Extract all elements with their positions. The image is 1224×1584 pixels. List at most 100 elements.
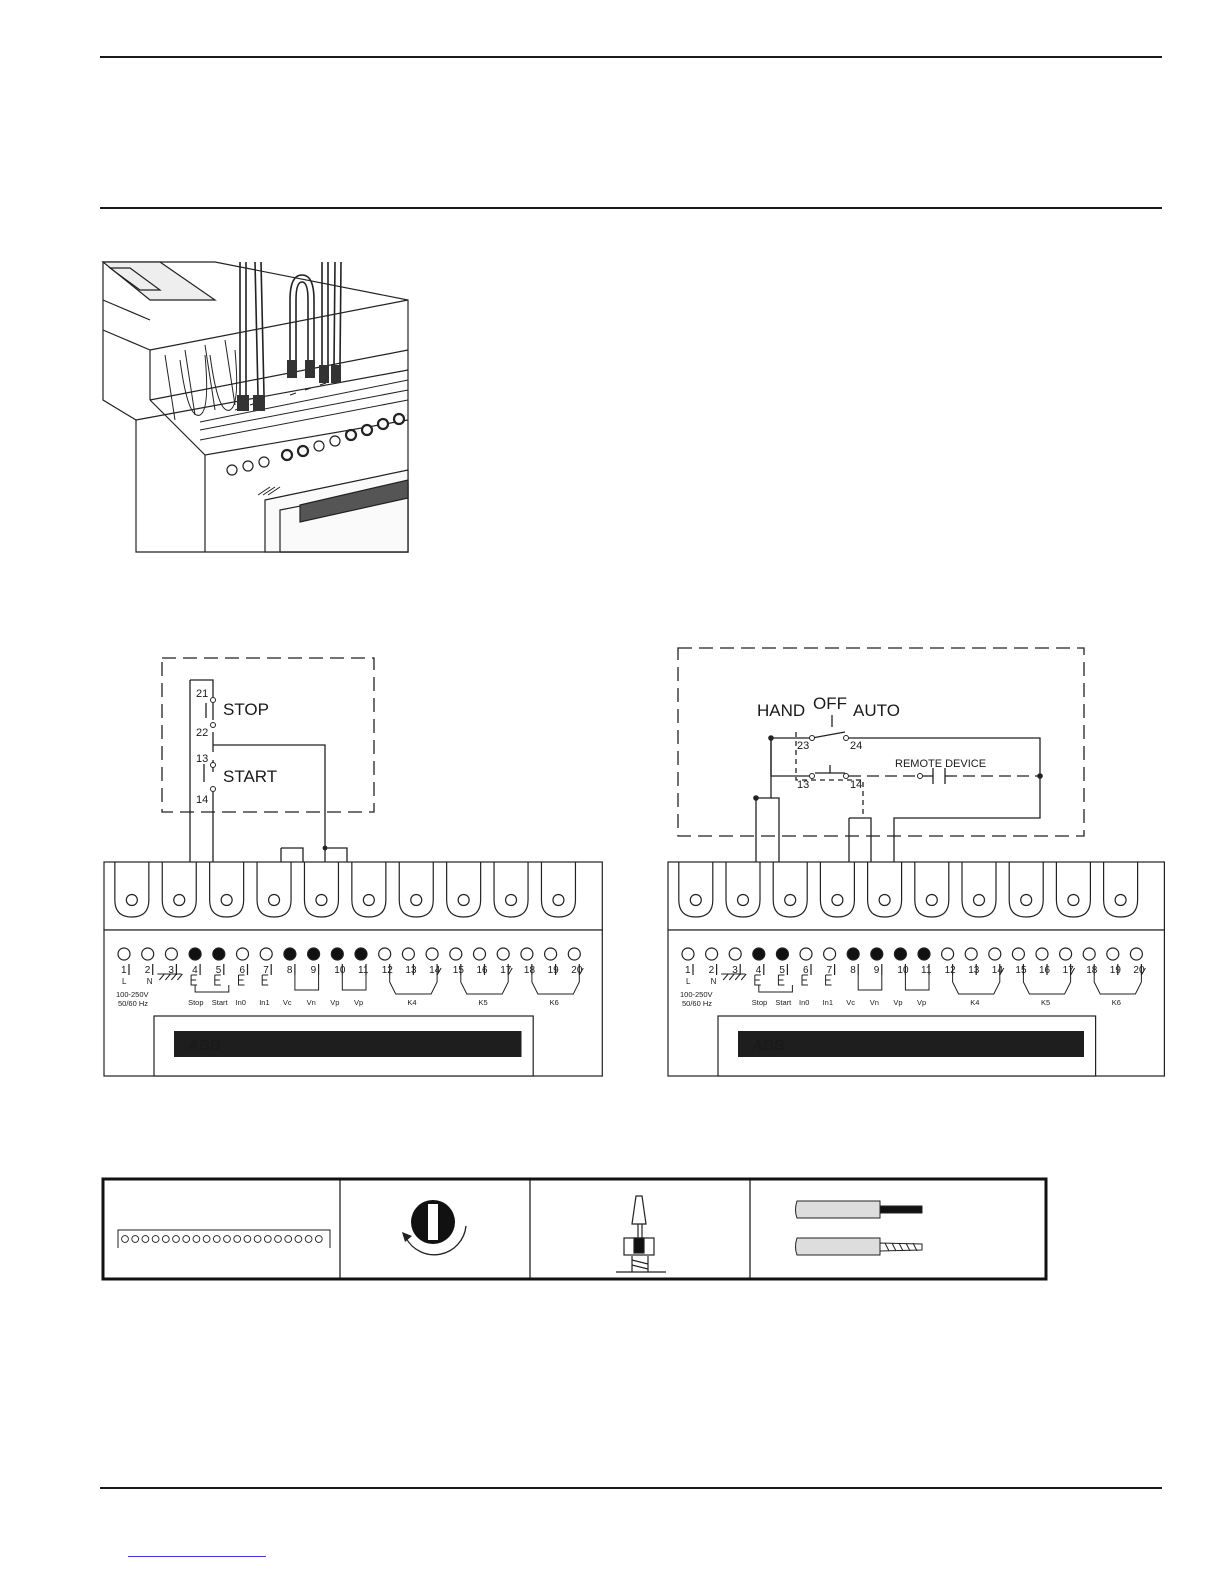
relay-label: K4 (970, 998, 979, 1007)
supply-frequency-label: 50/60 Hz (118, 999, 148, 1008)
terminal-number: 12 (945, 965, 957, 976)
function-label: In0 (236, 998, 246, 1007)
terminal-4 (188, 947, 202, 961)
terminal-2 (704, 947, 719, 961)
terminal-7 (822, 947, 837, 961)
terminal-number: 19 (548, 965, 560, 976)
stripped-wire-icon (795, 1200, 923, 1256)
terminal-number: 3 (732, 965, 738, 976)
function-label: Start (212, 998, 229, 1007)
terminal-10 (330, 947, 344, 961)
terminal-number: 8 (850, 965, 856, 976)
terminal-number: 17 (1063, 965, 1075, 976)
terminal-number: 20 (571, 965, 583, 976)
terminal-8 (283, 947, 297, 961)
remote-device-label: REMOTE DEVICE (895, 758, 986, 770)
function-label: Vn (307, 998, 316, 1007)
terminal-number: 5 (779, 965, 785, 976)
terminal-number: 11 (358, 965, 369, 976)
terminal-5 (775, 947, 790, 961)
screw-terminal-icon (616, 1195, 666, 1273)
terminal-number: 14 (992, 965, 1004, 976)
spec-table (101, 1177, 1048, 1281)
function-label: Vc (283, 998, 292, 1007)
terminal-2 (141, 947, 155, 961)
terminal-strip-icon (117, 1229, 331, 1248)
abb-logo: ABB (187, 1037, 221, 1054)
terminal-number: 2 (145, 965, 151, 976)
terminal-16 (472, 947, 487, 961)
terminal-18 (1082, 947, 1096, 961)
terminal-7 (259, 947, 273, 961)
terminal-11 (354, 947, 368, 961)
terminal-14 (988, 947, 1002, 961)
terminal-number: 9 (311, 965, 317, 976)
terminal-14 (425, 947, 439, 961)
terminal-13 (964, 947, 978, 961)
terminal-20 (1129, 947, 1144, 961)
terminal-19 (543, 947, 558, 961)
terminal-number: 13 (405, 965, 417, 976)
terminal-number: 16 (1039, 965, 1051, 976)
function-label: In1 (823, 998, 833, 1007)
function-label: Vp (917, 998, 926, 1007)
terminal-9 (870, 947, 884, 961)
terminal-number: 12 (382, 965, 394, 976)
terminal-number: 18 (524, 965, 536, 976)
terminal-20 (567, 947, 581, 961)
contact-13-label: 13 (797, 779, 809, 791)
terminal-number: 1 (121, 965, 127, 976)
terminal-number: 6 (803, 965, 809, 976)
terminal-number: 2 (709, 965, 715, 976)
terminal-13 (401, 947, 415, 961)
supply-voltage-label: 100-250V (680, 990, 713, 999)
contact-13-label: 13 (196, 753, 208, 765)
terminal-number: 18 (1086, 965, 1098, 976)
terminal-8 (846, 947, 860, 961)
function-label: Vp (330, 998, 339, 1007)
terminal-17 (1058, 947, 1073, 961)
function-label: Start (775, 998, 792, 1007)
supply-l-label: L (686, 977, 691, 986)
terminal-19 (1106, 947, 1120, 961)
softstarter-illustration (101, 261, 409, 553)
bottom-rule (100, 1487, 1162, 1489)
terminal-1 (681, 947, 695, 961)
terminal-number: 19 (1110, 965, 1122, 976)
terminal-17 (496, 947, 510, 961)
off-label: OFF (813, 694, 847, 713)
supply-voltage-label: 100-250V (116, 990, 149, 999)
terminal-number: 4 (192, 965, 198, 976)
contact-14-label: 14 (196, 794, 208, 806)
terminal-3 (728, 947, 742, 961)
contact-23-label: 23 (797, 740, 809, 752)
supply-n-label: N (711, 977, 717, 986)
terminal-number: 9 (874, 965, 880, 976)
function-label: Vp (893, 998, 902, 1007)
terminal-number: 7 (263, 965, 269, 976)
terminal-18 (520, 947, 534, 961)
right-selector-box (677, 647, 1085, 837)
terminal-number: 5 (216, 965, 222, 976)
stop-label: STOP (223, 700, 269, 719)
function-label: In0 (799, 998, 809, 1007)
terminal-number: 6 (240, 965, 246, 976)
supply-l-label: L (122, 977, 127, 986)
terminal-number: 1 (685, 965, 691, 976)
terminal-15 (449, 947, 463, 961)
terminal-number: 10 (334, 965, 346, 976)
function-label: Stop (752, 998, 767, 1007)
terminal-number: 17 (500, 965, 512, 976)
hand-label: HAND (757, 701, 805, 720)
relay-label: K6 (1112, 998, 1121, 1007)
terminal-3 (164, 947, 178, 961)
contact-21-label: 21 (196, 688, 208, 700)
footer-link-underline[interactable] (128, 1556, 266, 1557)
terminal-number: 8 (287, 965, 293, 976)
start-label: START (223, 767, 277, 786)
terminal-15 (1011, 947, 1026, 961)
relay-label: K6 (550, 998, 559, 1007)
